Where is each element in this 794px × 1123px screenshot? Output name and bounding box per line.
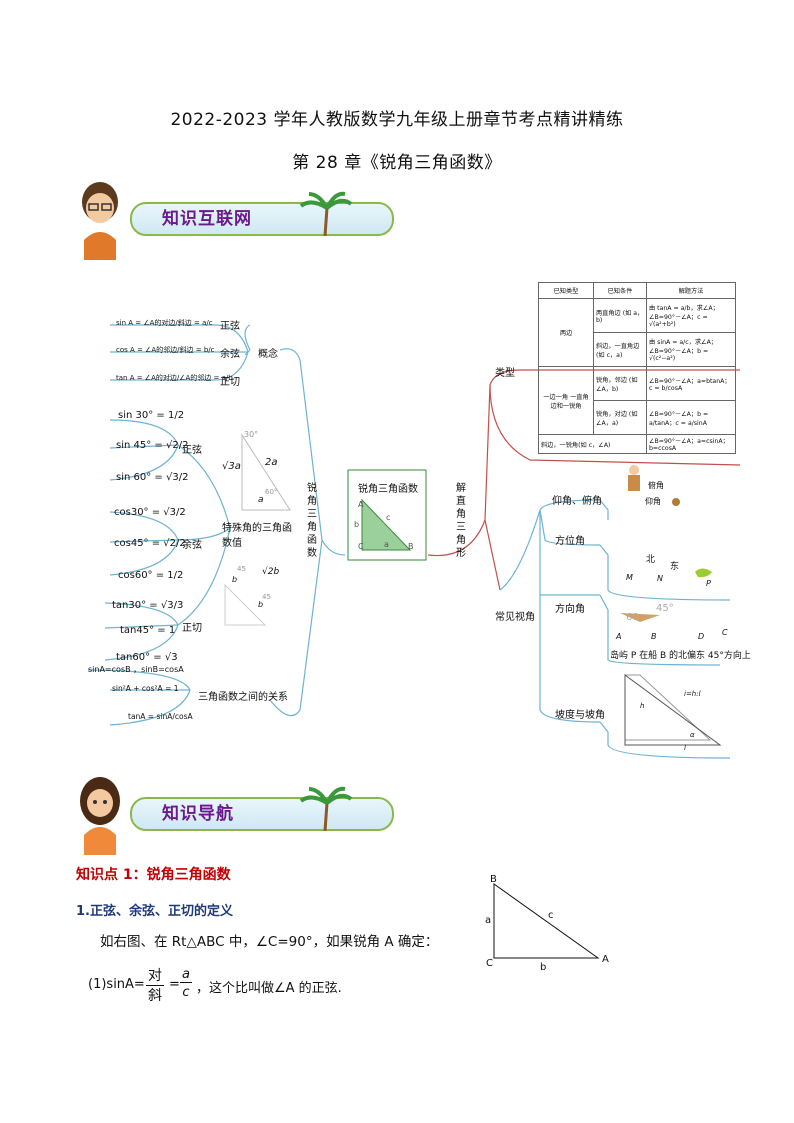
center-tri-b: b <box>354 520 360 529</box>
table-row: 一边一角 一直角边和一锐角 锐角，邻边 (如∠A，b) ∠B=90°－∠A；a=… <box>538 366 736 435</box>
concept-node: 概念 <box>258 349 278 360</box>
north-label: 北 <box>646 555 656 565</box>
center-tri-B: B <box>408 542 414 551</box>
elevation-label: 仰角 <box>645 497 661 506</box>
cos60-value: cos60° = 1/2 <box>118 570 184 581</box>
fig-label-C: C <box>486 958 493 969</box>
center-tri-C: C <box>358 542 364 551</box>
relation-cofunction: sinA=cosB ，sinB=cosA <box>88 665 184 674</box>
mark-root2b: √2b <box>262 567 280 577</box>
mark-a: a <box>258 495 264 505</box>
type-node: 类型 <box>495 368 515 379</box>
center-right-label: 解直角三角形 <box>456 483 466 559</box>
mark-60: 60° <box>265 488 278 496</box>
bearing-node: 方位角 <box>555 536 585 547</box>
special-values-node: 特殊角的三角函数值 <box>222 523 292 549</box>
concept-tangent-label: 正切 <box>220 377 240 388</box>
relation-pythagorean: sin²A + cos²A = 1 <box>112 684 179 693</box>
banner-title: 知识导航 <box>162 804 234 824</box>
direction-node: 方向角 <box>555 604 585 615</box>
center-left-label: 锐角三角函数 <box>307 483 317 559</box>
cos-definition: cos A = ∠A的邻边/斜边 = b/c <box>116 346 215 354</box>
knowledge-guide-banner: 知识导航 <box>70 775 394 855</box>
fig-label-B: B <box>490 874 497 885</box>
sin30-value: sin 30° = 1/2 <box>118 410 185 421</box>
right-triangle-figure <box>493 883 600 959</box>
mark-30: 30° <box>244 430 259 439</box>
chapter-title: 第 28 章《锐角三角函数》 <box>292 153 502 173</box>
cos45-value: cos45° = √2/2 <box>114 538 186 549</box>
tan60-value: tan60° = √3 <box>116 652 178 663</box>
east-label: 东 <box>670 562 680 572</box>
special-tangent-label: 正切 <box>182 623 202 634</box>
direction-45: 45° <box>656 603 674 614</box>
center-tri-c: c <box>386 513 391 522</box>
direction-A: A <box>616 632 622 641</box>
page-title: 2022-2023 学年人教版数学九年级上册章节考点精讲精练 <box>170 110 624 130</box>
table-row: 斜边，一锐角(如 c，∠A) ∠B=90°－∠A；a=csinA；b=ccosA <box>538 434 736 454</box>
special-sine-label: 正弦 <box>182 445 202 456</box>
direction-60: 60 <box>626 612 639 623</box>
sin45-value: sin 45° = √2/2 <box>116 440 189 451</box>
concept-cosine-label: 余弦 <box>220 349 240 360</box>
knowledge-network-banner: 知识互联网 <box>70 180 394 260</box>
cos30-value: cos30° = √3/2 <box>114 507 186 518</box>
definition-paragraph: 如右图、在 Rt△ABC 中，∠C=90°，如果锐角 A 确定： <box>100 934 439 950</box>
table-header-method: 解题方法 <box>646 282 736 299</box>
direction-D: D <box>698 632 705 641</box>
direction-caption: 岛屿 P 在船 B 的北偏东 45°方向上 <box>610 651 751 661</box>
table-row: 斜边，一直角边 (如 c，a) 由 sinA = a/c，求∠A；∠B=90°－… <box>539 332 736 367</box>
slope-node: 坡度与坡角 <box>555 710 605 721</box>
table-row: 锐角，对边 (如∠A，a) ∠B=90°－∠A；b = a/tanA；c = a… <box>539 400 736 435</box>
fig-label-b: b <box>540 962 547 973</box>
bearing-N: N <box>657 574 663 583</box>
relations-node: 三角函数之间的关系 <box>198 692 288 703</box>
girl-cartoon-icon <box>80 777 120 855</box>
common-angles-node: 常见视角 <box>495 612 535 623</box>
palm-tree-icon <box>299 786 353 832</box>
section-subheading: 1.正弦、余弦、正切的定义 <box>76 904 233 919</box>
depression-label: 俯角 <box>648 481 664 490</box>
fig-label-a: a <box>485 915 492 926</box>
tan45-value: tan45° = 1 <box>120 625 176 636</box>
concept-sine-label: 正弦 <box>220 321 240 332</box>
table-header-condition: 已知条件 <box>593 282 647 299</box>
elevation-depression-node: 仰角、俯角 <box>552 496 602 507</box>
palm-tree-icon <box>299 191 353 237</box>
tan30-value: tan30° = √3/3 <box>112 600 184 611</box>
slope-l: l <box>684 744 686 752</box>
sin-definition: sin A = ∠A的对边/斜边 = a/c <box>116 319 213 327</box>
center-tri-A: A <box>358 500 364 509</box>
direction-B: B <box>651 632 657 641</box>
mark-b-bottom: b <box>258 600 264 609</box>
special-cosine-label: 余弦 <box>182 540 202 551</box>
center-tri-a: a <box>384 540 389 549</box>
slope-ratio: i=h:l <box>684 690 701 698</box>
direction-C: C <box>722 628 728 637</box>
solution-table: 已知类型 已知条件 解题方法 两边 两直角边 (如 a，b) 由 tanA = … <box>538 282 736 454</box>
table-header-type: 已知类型 <box>538 282 594 299</box>
bearing-M: M <box>626 573 633 582</box>
slope-alpha: α <box>690 731 695 739</box>
mark-2a: 2a <box>265 457 278 468</box>
section-heading: 知识点 1：锐角三角函数 <box>76 867 231 883</box>
sin60-value: sin 60° = √3/2 <box>116 472 189 483</box>
banner-title: 知识互联网 <box>162 209 252 229</box>
fig-label-A: A <box>602 954 609 965</box>
mark-b-left: b <box>232 575 238 584</box>
slope-h: h <box>640 702 645 710</box>
boy-cartoon-icon <box>82 182 118 260</box>
mark-45-bottom: 45 <box>262 593 271 601</box>
mark-45-top: 45 <box>237 565 246 573</box>
center-box-title: 锐角三角函数 <box>358 484 418 495</box>
tan-definition: tan A = ∠A的对边/∠A的邻边 = a/b <box>116 374 233 382</box>
mindmap-lines <box>87 324 741 759</box>
table-row: 两边 两直角边 (如 a，b) 由 tanA = a/b，求∠A；∠B=90°－… <box>538 298 736 367</box>
bearing-P: P <box>706 579 711 588</box>
mark-root3a: √3a <box>222 461 241 472</box>
relation-tangent: tanA = sinA/cosA <box>128 712 193 721</box>
fig-label-c: c <box>548 910 554 921</box>
